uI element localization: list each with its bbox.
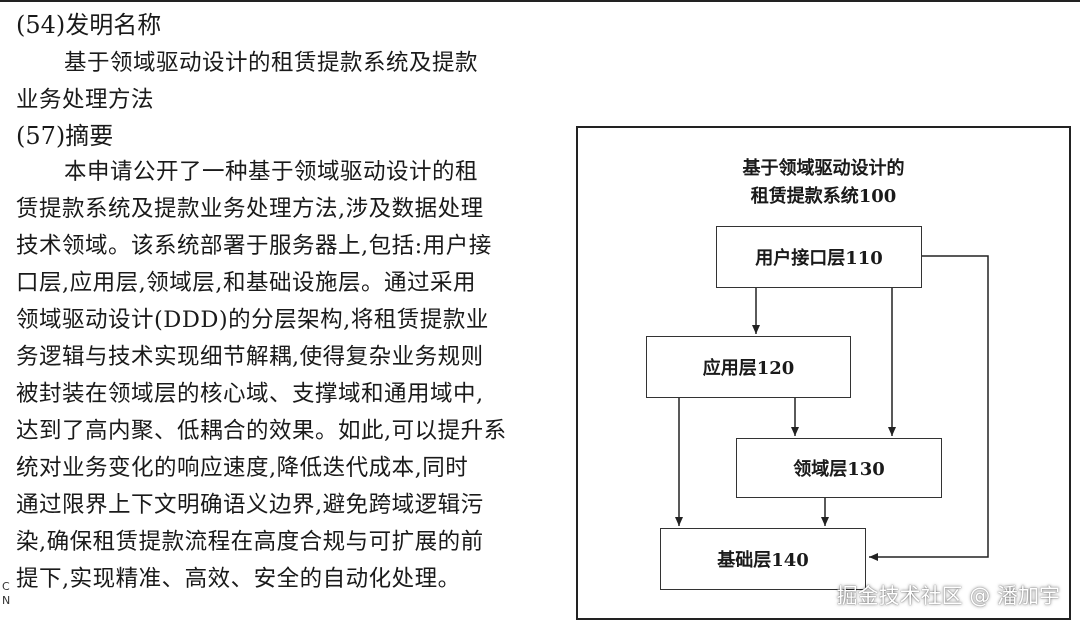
abstract-line-8: 达到了高内聚、低耦合的效果。如此,可以提升系 — [16, 418, 507, 444]
abstract-line-6: 务逻辑与技术实现细节解耦,使得复杂业务规则 — [16, 344, 484, 370]
abstract-line-9: 统对业务变化的响应速度,降低迭代成本,同时 — [16, 455, 469, 481]
abstract-line-11: 染,确保租赁提款流程在高度合规与可扩展的前 — [16, 529, 484, 555]
title-heading: (54)发明名称 — [16, 11, 162, 39]
arrow-ui-to-infra — [869, 255, 989, 561]
box-application-layer: 应用层120 — [646, 336, 851, 398]
abstract-line-2: 赁提款系统及提款业务处理方法,涉及数据处理 — [16, 196, 484, 222]
abstract-line-7: 被封装在领域层的核心域、支撑域和通用域中, — [16, 381, 484, 407]
abstract-line-12: 提下,实现精准、高效、安全的自动化处理。 — [16, 566, 461, 592]
figure-title-line-2: 租赁提款系统100 — [750, 186, 897, 207]
abstract-line-5: 领域驱动设计(DDD)的分层架构,将租赁提款业 — [16, 307, 489, 333]
abstract-heading: (57)摘要 — [16, 122, 114, 150]
figure-frame: 基于领域驱动设计的 租赁提款系统100 用户接口层110 应用层120 领域层1… — [576, 126, 1071, 620]
connector-arrows — [675, 255, 989, 561]
abstract-line-4: 口层,应用层,领域层,和基础设施层。通过采用 — [16, 270, 476, 296]
watermark: 掘金技术社区 @ 潘加宇 — [836, 584, 1060, 608]
box-user-interface-layer: 用户接口层110 — [716, 226, 922, 288]
title-line-1: 基于领域驱动设计的租赁提款系统及提款 — [64, 50, 479, 76]
figure-title-line-1: 基于领域驱动设计的 — [742, 158, 905, 179]
top-rule — [0, 0, 1080, 2]
box-domain-layer: 领域层130 — [736, 438, 942, 498]
abstract-line-3: 技术领域。该系统部署于服务器上,包括:用户接 — [16, 233, 492, 259]
box-infrastructure-layer: 基础层140 — [660, 528, 866, 590]
abstract-line-1: 本申请公开了一种基于领域驱动设计的租 — [64, 159, 479, 185]
title-line-2: 业务处理方法 — [16, 87, 155, 113]
margin-mark: C N — [2, 580, 11, 607]
abstract-line-10: 通过限界上下文明确语义边界,避免跨域逻辑污 — [16, 492, 484, 518]
